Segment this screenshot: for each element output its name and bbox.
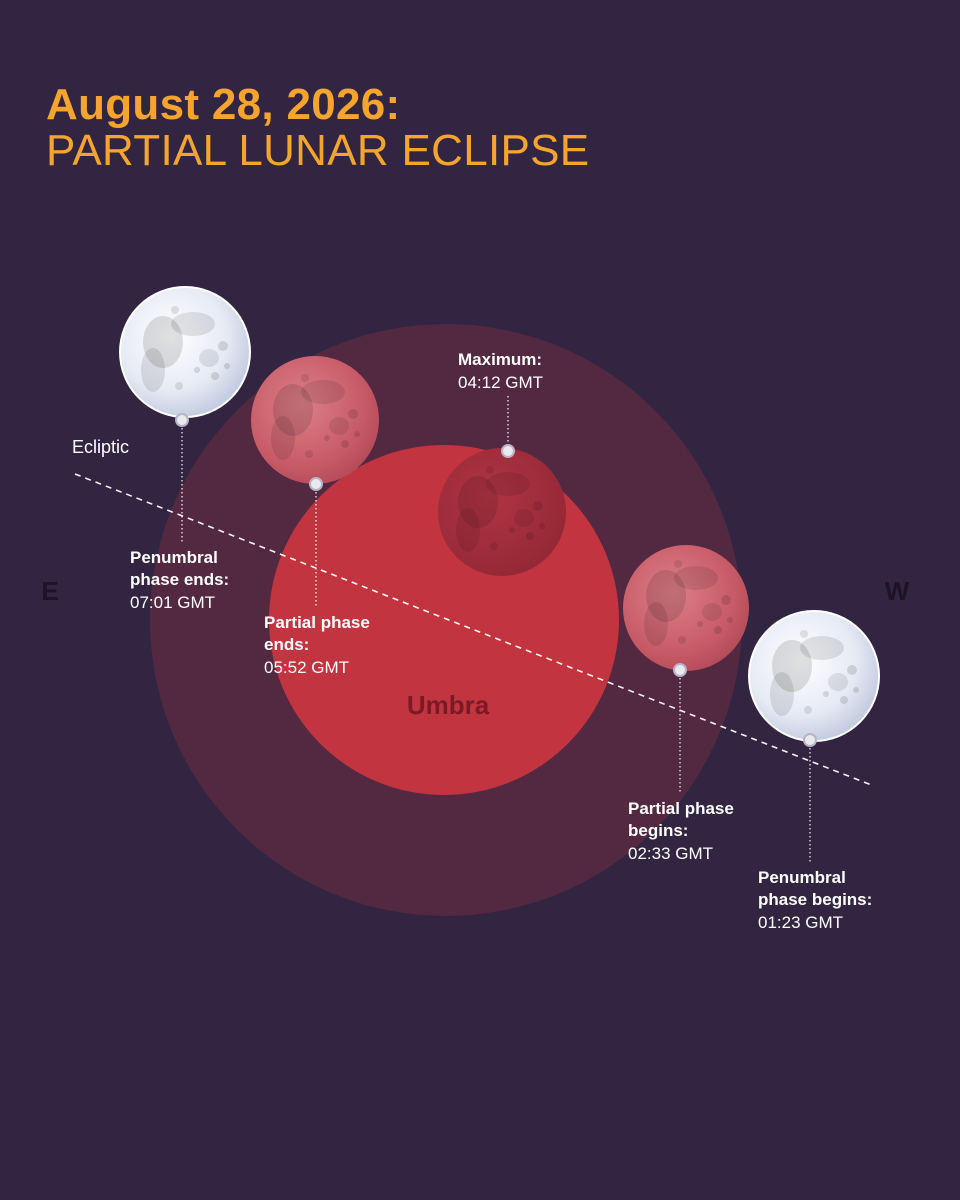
label-line2: ends: (264, 635, 309, 654)
label-partial-begins: Partial phase begins: 02:33 GMT (628, 799, 734, 863)
label-line1: Penumbral (130, 548, 218, 567)
moon-penumbral-begins (748, 610, 880, 742)
label-time: 02:33 GMT (628, 844, 713, 863)
label-line2: phase begins: (758, 890, 872, 909)
label-line2: begins: (628, 821, 688, 840)
label-line1: Penumbral (758, 868, 846, 887)
label-time: 04:12 GMT (458, 373, 543, 392)
marker-partial-begins (673, 663, 687, 677)
title-date: August 28, 2026: (46, 80, 401, 129)
marker-penumbral-begins (803, 733, 817, 747)
moon-partial-begins (623, 545, 749, 671)
marker-penumbral-ends (175, 413, 189, 427)
label-line1: Partial phase (628, 799, 734, 818)
label-time: 05:52 GMT (264, 658, 349, 677)
marker-partial-ends (309, 477, 323, 491)
label-line2: phase ends: (130, 570, 229, 589)
label-time: 07:01 GMT (130, 593, 215, 612)
label-line1: Partial phase (264, 613, 370, 632)
east-label: E (41, 576, 58, 606)
label-partial-ends: Partial phase ends: 05:52 GMT (264, 613, 370, 677)
marker-maximum (501, 444, 515, 458)
label-time: 01:23 GMT (758, 913, 843, 932)
moon-penumbral-ends (119, 286, 251, 418)
label-maximum: Maximum: 04:12 GMT (458, 350, 543, 392)
title-subtitle: PARTIAL LUNAR ECLIPSE (46, 126, 590, 175)
moon-partial-ends (251, 356, 379, 484)
label-penumbral-ends: Penumbral phase ends: 07:01 GMT (130, 548, 229, 612)
label-line1: Maximum: (458, 350, 542, 369)
moon-maximum (438, 448, 566, 576)
umbra-label: Umbra (407, 690, 490, 720)
ecliptic-label: Ecliptic (72, 437, 129, 457)
west-label: W (885, 576, 910, 606)
label-penumbral-begins: Penumbral phase begins: 01:23 GMT (758, 868, 872, 932)
